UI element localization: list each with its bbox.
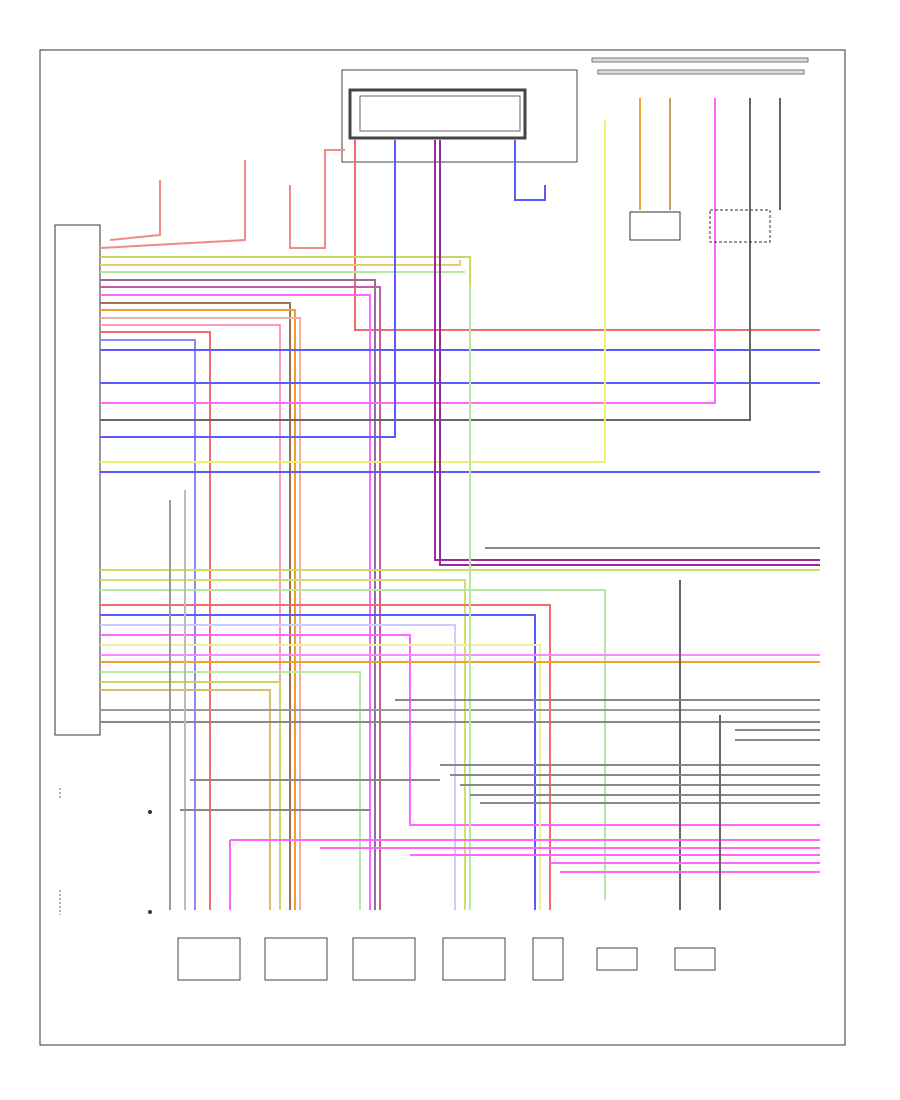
bottom-components xyxy=(177,937,716,981)
right-relays xyxy=(629,209,771,243)
sensor-block-5 xyxy=(532,937,564,981)
wires xyxy=(99,98,820,910)
ecu-module xyxy=(54,224,101,736)
upper-left-labels xyxy=(130,74,162,116)
sensor-block-4 xyxy=(442,937,506,981)
left-legend xyxy=(59,788,152,915)
diagram-border xyxy=(39,49,846,1046)
sensor-block-1 xyxy=(177,937,241,981)
sensor-block-6 xyxy=(596,947,638,971)
sensor-block-2 xyxy=(264,937,328,981)
sensor-block-3 xyxy=(352,937,416,981)
top-right-connector xyxy=(591,57,809,75)
top-relay-box xyxy=(341,69,578,163)
sensor-block-7 xyxy=(674,947,716,971)
